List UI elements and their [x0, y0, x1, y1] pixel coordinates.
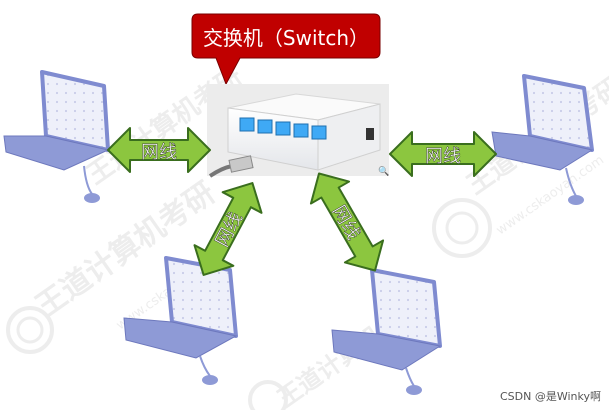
port-icon: [257, 119, 273, 134]
mouse-icon: [568, 195, 584, 205]
mouse-cord: [565, 167, 577, 197]
mouse-cord: [83, 165, 93, 195]
port-icon: [293, 123, 309, 138]
mouse-icon: [202, 375, 218, 385]
switch-device: 🔍: [207, 84, 389, 178]
watermark-logo: [248, 380, 288, 410]
callout-bubble: [191, 13, 381, 86]
switch-callout: 交换机（Switch）: [191, 13, 381, 86]
watermark-logo: [6, 306, 54, 354]
zoom-icon: 🔍: [378, 165, 389, 177]
laptop-top-left: [3, 70, 110, 203]
laptop-base: [331, 329, 442, 371]
laptop-bottom-right: [331, 268, 442, 395]
power-port-icon: [366, 128, 374, 140]
mouse-icon: [84, 193, 100, 203]
double-arrow-icon: [193, 182, 263, 276]
laptop-base: [123, 317, 238, 359]
port-icon: [311, 125, 327, 140]
double-arrow-icon: [107, 127, 211, 173]
link-label: 网线: [425, 146, 461, 167]
watermark-logo: [432, 198, 492, 258]
credit-text: CSDN @是Winky啊: [499, 390, 601, 403]
double-arrow-icon: [389, 131, 497, 177]
laptop-base: [3, 135, 110, 171]
switch-side: [317, 103, 381, 171]
arrow-left: 网线: [107, 127, 211, 173]
mouse-cord: [199, 355, 211, 377]
arrow-bottom-right: 网线: [309, 172, 385, 272]
laptop-bottom-left: [123, 256, 238, 385]
mouse-cord: [405, 367, 415, 387]
laptop-top-right: [491, 74, 594, 205]
link-label: 网线: [141, 142, 177, 163]
mouse-icon: [406, 385, 422, 395]
port-icon: [275, 121, 291, 136]
arrow-right: 网线: [389, 131, 497, 177]
port-icon: [239, 117, 255, 132]
switch-ports: [239, 117, 327, 140]
callout-text: 交换机（Switch）: [203, 26, 369, 50]
double-arrow-icon: [309, 172, 385, 272]
cable-plug-icon: [208, 155, 254, 178]
